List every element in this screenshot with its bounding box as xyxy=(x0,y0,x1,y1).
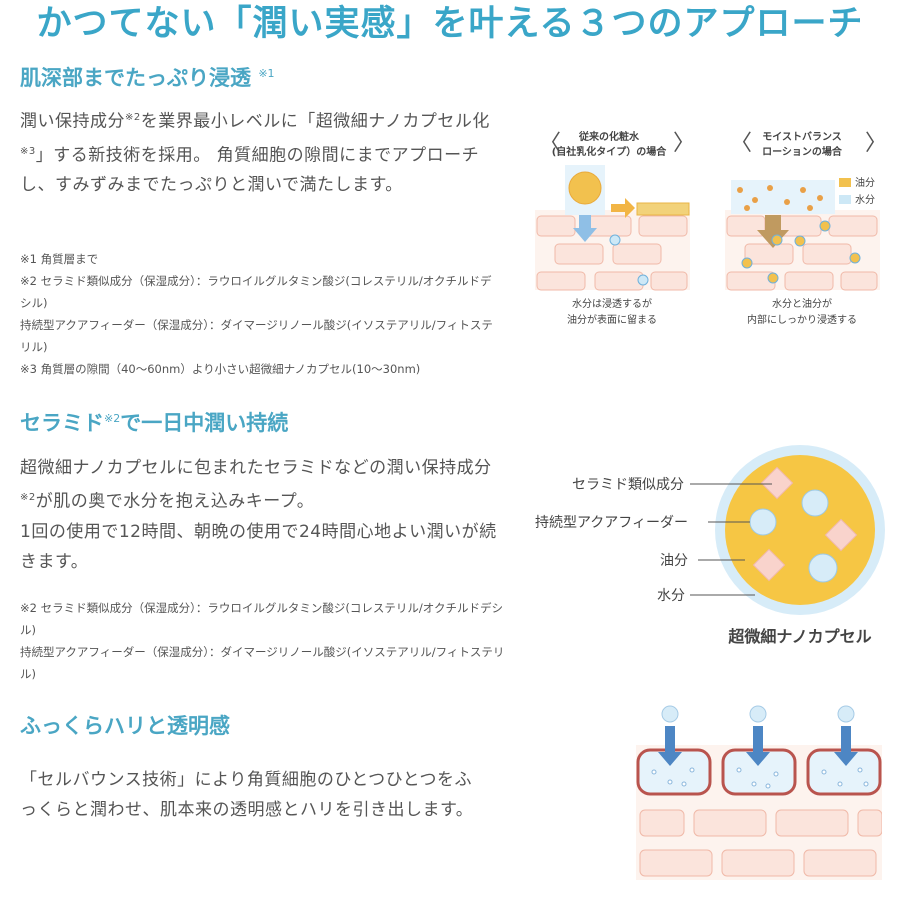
right-arrow-icon xyxy=(611,198,635,218)
section3-body: 「セルバウンス技術」により角質細胞のひとつひとつをふっくらと潤わせ、肌本来の透明… xyxy=(20,770,474,820)
aqua-feeder-particle-icon xyxy=(808,553,838,583)
nano-capsule-icon xyxy=(794,235,806,247)
section1-heading-text: 肌深部までたっぷり浸透 xyxy=(20,66,251,90)
nano-capsule-icon xyxy=(771,234,783,246)
ceramide-particle-icon xyxy=(824,518,858,552)
note-line: ※3 角質層の隙間（40〜60nm）より小さい超微細ナノカプセル(10〜30nm… xyxy=(20,362,421,376)
diagram1-left-title-2: (自社乳化タイプ）の場合 xyxy=(552,145,668,158)
nano-capsule-icon xyxy=(819,220,831,232)
diagram1-right-caption-2: 内部にしっかり浸透する xyxy=(747,313,857,326)
section1-heading-note: ※1 xyxy=(258,67,275,80)
section2-body-para-2: 1回の使用で12時間、朝晩の使用で24時間心地よい潤いが続きます。 xyxy=(20,521,497,572)
nano-capsule-icon xyxy=(741,257,753,269)
section2-heading: セラミド※2で一日中潤い持続 xyxy=(20,405,288,437)
water-drop-icon xyxy=(837,705,855,723)
bracket-right-icon: 〉 xyxy=(865,131,887,156)
section2-body: 超微細ナノカプセルに包まれたセラミドなどの潤い保持成分 ※2が肌の奥で水分を抱え込… xyxy=(20,453,505,577)
penetration-comparison-diagram: 〈 〉 従来の化粧水 (自社乳化タイプ）の場合 〈 〉 モイストバランス ローシ… xyxy=(535,130,887,326)
section2-body-para-1: 超微細ナノカプセルに包まれたセラミドなどの潤い保持成分 ※2が肌の奥で水分を抱え込… xyxy=(20,453,505,517)
legend-water-swatch xyxy=(839,195,851,204)
section2-heading-note: ※2 xyxy=(104,412,121,425)
capsule-caption: 超微細ナノカプセル xyxy=(727,627,871,646)
diagram1-left-title-1: 従来の化粧水 xyxy=(578,130,640,143)
section1-body-note-2: ※3 xyxy=(20,145,36,157)
diagram1-left-caption-1: 水分は浸透するが xyxy=(572,297,652,310)
right-skin-cells xyxy=(725,210,880,291)
diagram1-right-title-2: ローションの場合 xyxy=(762,145,843,158)
legend-oil-swatch xyxy=(839,178,851,187)
note-line: ※1 角質層まで xyxy=(20,252,99,266)
down-arrow-icon xyxy=(658,726,682,766)
section2-body-text-1: 超微細ナノカプセルに包まれたセラミドなどの潤い保持成分 xyxy=(20,458,492,478)
bracket-right-icon: 〉 xyxy=(673,131,695,156)
bracket-left-icon: 〈 xyxy=(730,131,752,156)
aqua-feeder-particle-icon xyxy=(801,489,829,517)
nano-capsule-icon xyxy=(767,272,779,284)
aqua-feeder-particle-icon xyxy=(749,508,777,536)
page-title: かつてない「潤い実感」を叶える３つのアプローチ xyxy=(36,4,864,44)
section1-body: 潤い保持成分※2を業界最小レベルに「超微細ナノカプセル化 ※3」する新技術を採用。… xyxy=(20,103,500,200)
down-arrow-icon xyxy=(746,726,770,766)
oil-particles xyxy=(737,185,823,211)
left-skin-cells xyxy=(535,210,690,291)
water-particle-icon xyxy=(609,234,621,246)
down-arrow-icon xyxy=(757,215,789,248)
section1-body-text-1: 潤い保持成分 xyxy=(20,111,125,132)
section2-heading-text-2: で一日中潤い持続 xyxy=(120,411,289,435)
ceramide-particle-icon xyxy=(760,466,794,500)
water-drop-icon xyxy=(661,705,679,723)
label-oil: 油分 xyxy=(660,553,688,569)
section2-body-note: ※2 xyxy=(20,492,36,503)
plump-cells-diagram xyxy=(636,705,882,880)
label-aqua-feeder: 持続型アクアフィーダー xyxy=(535,514,688,531)
section2-body-text-2: が肌の奥で水分を抱え込みキープ。 xyxy=(35,491,315,512)
capsule-core xyxy=(725,455,875,605)
bracket-left-icon: 〈 xyxy=(539,131,561,156)
label-water: 水分 xyxy=(657,588,685,604)
diagram1-right-caption-1: 水分と油分が xyxy=(772,297,832,310)
oil-surface-layer xyxy=(636,202,690,216)
note-line: ※2 セラミド類似成分（保湿成分）：ラウロイルグルタミン酸ジ(コレステリル/オク… xyxy=(20,274,492,310)
nanocapsule-diagram: セラミド類似成分 持続型アクアフィーダー 油分 水分 超微細ナノカプセル xyxy=(535,445,885,646)
section1-body-note-1: ※2 xyxy=(125,112,141,123)
ceramide-particle-icon xyxy=(752,548,786,582)
legend-oil-label: 油分 xyxy=(855,176,875,189)
section1-body-text-3: 」する新技術を採用。 角質細胞の隙間にまでアプローチし、すみずみまでたっぷりと潤… xyxy=(20,145,480,196)
section3-heading: ふっくらハリと透明感 xyxy=(20,714,230,738)
section2-notes: ※2 セラミド類似成分（保湿成分）：ラウロイルグルタミン酸ジ(コレステリル/オク… xyxy=(20,597,505,685)
water-drop-icon xyxy=(749,705,767,723)
section1-heading: 肌深部までたっぷり浸透 ※1 xyxy=(20,60,275,92)
note-line: 持続型アクアフィーダー（保湿成分）：ダイマージリノール酸ジ(イソステアリル/フィ… xyxy=(20,318,493,354)
section2-heading-text-1: セラミド xyxy=(20,411,104,435)
section1-notes: ※1 角質層まで ※2 セラミド類似成分（保湿成分）：ラウロイルグルタミン酸ジ(… xyxy=(20,248,500,380)
oil-droplet-icon xyxy=(568,171,602,205)
diagram1-left-caption-2: 油分が表面に留まる xyxy=(567,313,657,326)
note-line: ※2 セラミド類似成分（保湿成分）：ラウロイルグルタミン酸ジ(コレステリル/オク… xyxy=(20,601,503,637)
skin-cells-lower xyxy=(639,809,882,877)
down-arrow-icon xyxy=(573,215,597,242)
label-ceramide: セラミド類似成分 xyxy=(572,477,684,493)
diagram1-right-title-1: モイストバランス xyxy=(762,131,842,143)
water-particle-icon xyxy=(637,274,649,286)
legend-water-label: 水分 xyxy=(855,194,875,206)
section1-body-text-2: を業界最小レベルに「超微細ナノカプセル化 xyxy=(140,111,490,132)
nano-capsule-icon xyxy=(849,252,861,264)
down-arrow-icon xyxy=(834,726,858,766)
note-line: 持続型アクアフィーダー（保湿成分）：ダイマージリノール酸ジ(イソステアリル/フィ… xyxy=(20,645,505,681)
